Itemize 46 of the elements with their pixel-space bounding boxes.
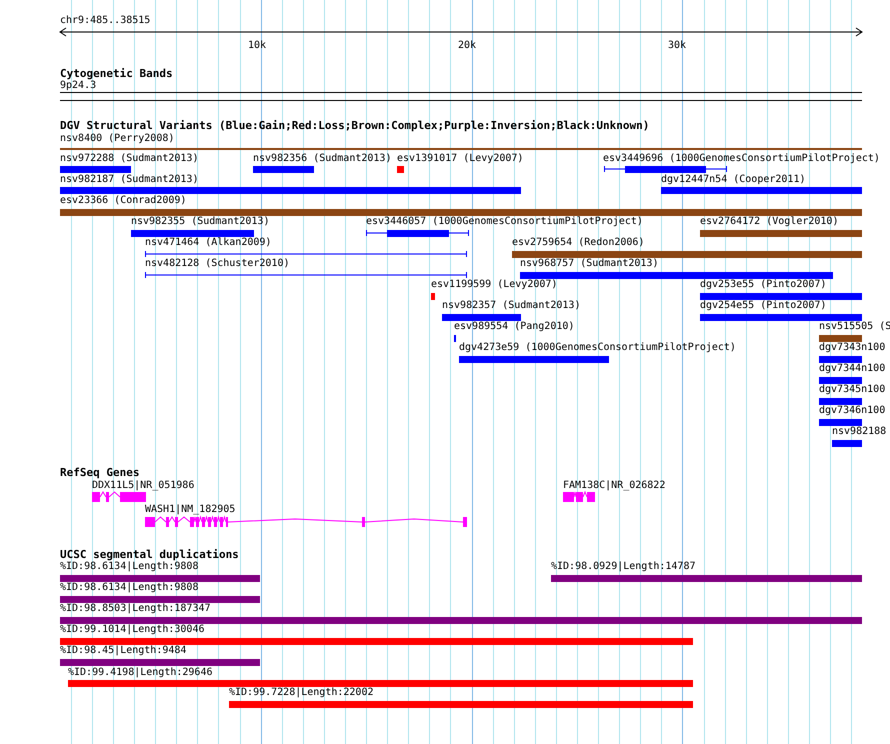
gene-label: DDX11L5|NR_051986 xyxy=(92,480,194,492)
feature-label: esv1199599 (Levy2007) xyxy=(431,279,558,291)
feature-label: esv2759654 (Redon2006) xyxy=(512,237,644,249)
feature-label: %ID:98.6134|Length:9808 xyxy=(60,561,198,573)
feature-label: dgv7345n100 xyxy=(819,384,886,396)
feature-label: nsv8400 (Perry2008) xyxy=(60,133,174,145)
feature-label: dgv4273e59 (1000GenomesConsortiumPilotProject) xyxy=(459,342,736,354)
track-title: DGV Structural Variants (Blue:Gain;Red:Loss;Brown:Complex;Purple:Inversion;Black:Unknown) xyxy=(60,120,650,132)
feature-label: dgv7346n100 xyxy=(819,405,886,417)
feature-label: esv3446057 (1000GenomesConsortiumPilotProject) xyxy=(366,216,643,228)
band-label: 9p24.3 xyxy=(60,80,96,92)
track-title: RefSeq Genes xyxy=(60,467,140,479)
feature-label: nsv982188 xyxy=(832,426,886,438)
feature-label: esv3449696 (1000GenomesConsortiumPilotProject) xyxy=(603,153,880,165)
feature-label: esv2764172 (Vogler2010) xyxy=(700,216,838,228)
tick-label: 10k xyxy=(248,40,266,52)
feature-label: esv989554 (Pang2010) xyxy=(454,321,574,333)
tick-label: 30k xyxy=(668,40,686,52)
feature-label: %ID:98.45|Length:9484 xyxy=(60,645,186,657)
feature-label: nsv968757 (Sudmant2013) xyxy=(520,258,658,270)
feature-label: nsv972288 (Sudmant2013) xyxy=(60,153,198,165)
feature-label: esv1391017 (Levy2007) xyxy=(397,153,524,165)
feature-label: nsv982357 (Sudmant2013) xyxy=(442,300,580,312)
feature-label: %ID:98.8503|Length:187347 xyxy=(60,603,211,615)
tick-label: 20k xyxy=(458,40,476,52)
feature-label: nsv471464 (Alkan2009) xyxy=(145,237,272,249)
feature-label: esv23366 (Conrad2009) xyxy=(60,195,186,207)
feature-label: %ID:99.1014|Length:30046 xyxy=(60,624,204,636)
feature-label: dgv12447n54 (Cooper2011) xyxy=(661,174,806,186)
feature-label: %ID:98.0929|Length:14787 xyxy=(551,561,696,573)
gene-label: FAM138C|NR_026822 xyxy=(563,480,666,492)
track-title: UCSC segmental duplications xyxy=(60,549,239,561)
feature-label: dgv7343n100 xyxy=(819,342,886,354)
track-title: Cytogenetic Bands xyxy=(60,68,173,80)
feature-label: %ID:99.7228|Length:22002 xyxy=(229,687,374,699)
feature-label: nsv482128 (Schuster2010) xyxy=(145,258,290,270)
feature-label: nsv982355 (Sudmant2013) xyxy=(131,216,270,228)
gene-label: WASH1|NM_182905 xyxy=(145,504,236,516)
feature-label: dgv254e55 (Pinto2007) xyxy=(700,300,826,312)
feature-label: nsv982356 (Sudmant2013) xyxy=(253,153,392,165)
coordinate-label: chr9:485..38515 xyxy=(60,15,150,27)
feature-label: dgv253e55 (Pinto2007) xyxy=(700,279,826,291)
feature-label: %ID:99.4198|Length:29646 xyxy=(68,667,212,679)
feature-label: dgv7344n100 xyxy=(819,363,886,375)
feature-label: nsv982187 (Sudmant2013) xyxy=(60,174,198,186)
feature-label: %ID:98.6134|Length:9808 xyxy=(60,582,198,594)
